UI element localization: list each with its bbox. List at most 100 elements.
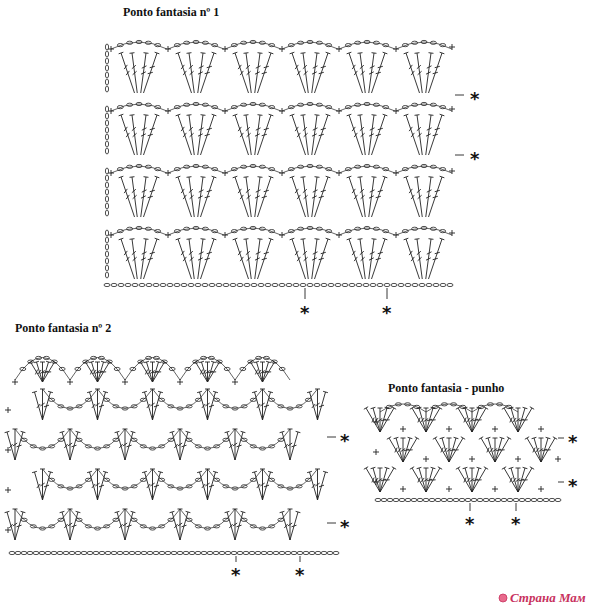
chain-stitch xyxy=(375,498,381,501)
treble-stitch xyxy=(246,177,251,217)
treble-stitch xyxy=(303,115,308,155)
single-crochet xyxy=(495,486,496,492)
treble-bar xyxy=(71,445,76,447)
chain-stitch xyxy=(288,106,294,109)
treble-top xyxy=(438,467,442,470)
treble-bar xyxy=(148,258,153,259)
treble-top xyxy=(158,471,163,472)
treble-stitch xyxy=(180,432,188,460)
treble-top xyxy=(415,437,419,440)
chain-arc xyxy=(426,404,472,412)
chain-stitch xyxy=(216,283,222,286)
chain-stitch xyxy=(349,283,355,286)
chain-stitch xyxy=(105,237,108,243)
chain-stitch xyxy=(231,551,237,554)
treble-bar xyxy=(183,257,186,261)
treble-bar xyxy=(427,190,432,192)
chain-arc xyxy=(396,228,452,235)
chain-stitch xyxy=(105,58,108,64)
chain-stitch xyxy=(131,438,137,441)
treble-top xyxy=(493,438,498,439)
chain-stitch xyxy=(105,65,108,71)
chain-stitch xyxy=(141,551,147,554)
single-crochet xyxy=(235,379,236,385)
treble-bar xyxy=(64,444,67,448)
chain-arc xyxy=(153,389,208,409)
chain-stitch xyxy=(201,551,207,554)
treble-bar xyxy=(207,128,212,129)
chain-stitch xyxy=(345,230,351,233)
treble-top xyxy=(212,114,217,116)
treble-bar xyxy=(68,443,72,446)
treble-top xyxy=(233,114,238,116)
treble-bar xyxy=(246,251,250,255)
chain-stitch xyxy=(241,485,247,488)
treble-bar xyxy=(198,72,203,74)
treble-stitch xyxy=(315,177,329,217)
treble-stitch xyxy=(255,472,263,500)
treble-top xyxy=(142,471,147,472)
treble-bar xyxy=(141,134,146,136)
chain-stitch xyxy=(241,227,247,230)
treble-bar xyxy=(37,404,40,408)
chain-stitch xyxy=(555,498,561,501)
treble-top xyxy=(404,238,409,240)
chain-stitch xyxy=(105,189,108,195)
chain-arc xyxy=(43,469,98,489)
chain-stitch xyxy=(355,165,361,168)
chain-stitch xyxy=(205,447,211,450)
treble-top xyxy=(76,431,81,432)
treble-top xyxy=(155,52,160,54)
chain-stitch xyxy=(21,518,27,521)
treble-bar xyxy=(433,134,438,135)
chain-stitch xyxy=(223,485,229,488)
treble-bar xyxy=(264,252,269,253)
treble-bar xyxy=(361,133,365,137)
treble-bar xyxy=(150,403,154,406)
treble-top xyxy=(315,469,320,470)
chain-stitch xyxy=(315,551,321,554)
treble-bar xyxy=(199,66,204,68)
single-crochet xyxy=(282,232,283,238)
treble-stitch xyxy=(315,115,329,155)
chain-stitch xyxy=(373,165,379,168)
treble-bar xyxy=(92,404,95,408)
treble-top xyxy=(326,114,331,116)
treble-stitch xyxy=(144,177,158,217)
treble-top xyxy=(433,437,437,440)
treble-top xyxy=(301,114,306,116)
treble-bar xyxy=(238,189,241,193)
chain-stitch xyxy=(288,44,294,47)
chain-stitch xyxy=(39,551,45,554)
treble-top xyxy=(199,361,204,362)
treble-bar xyxy=(430,419,435,420)
chain-stitch xyxy=(250,525,256,528)
treble-bar xyxy=(376,196,381,197)
treble-stitch xyxy=(518,408,532,432)
chain-stitch xyxy=(269,445,275,448)
treble-bar xyxy=(291,525,296,527)
treble-top xyxy=(532,437,537,438)
treble-stitch xyxy=(189,115,194,155)
treble-bar xyxy=(255,72,260,74)
chain-stitch xyxy=(316,165,322,168)
chain-stitch xyxy=(307,102,313,105)
treble-top xyxy=(301,176,306,178)
chain-stitch xyxy=(195,525,201,528)
treble-bar xyxy=(255,196,260,198)
treble-top xyxy=(404,176,409,178)
treble-top xyxy=(539,438,544,439)
chain-stitch xyxy=(99,551,105,554)
chain-stitch xyxy=(140,525,146,528)
chain-stitch xyxy=(123,551,129,554)
chain-stitch xyxy=(363,283,369,286)
chain-stitch xyxy=(383,230,389,233)
single-crochet xyxy=(495,426,496,432)
chain-arc xyxy=(282,104,338,111)
single-crochet xyxy=(472,456,473,462)
chain-stitch xyxy=(155,230,161,233)
treble-top xyxy=(233,238,238,240)
treble-bar xyxy=(417,65,421,69)
treble-bar xyxy=(150,190,155,191)
treble-top xyxy=(201,114,206,116)
